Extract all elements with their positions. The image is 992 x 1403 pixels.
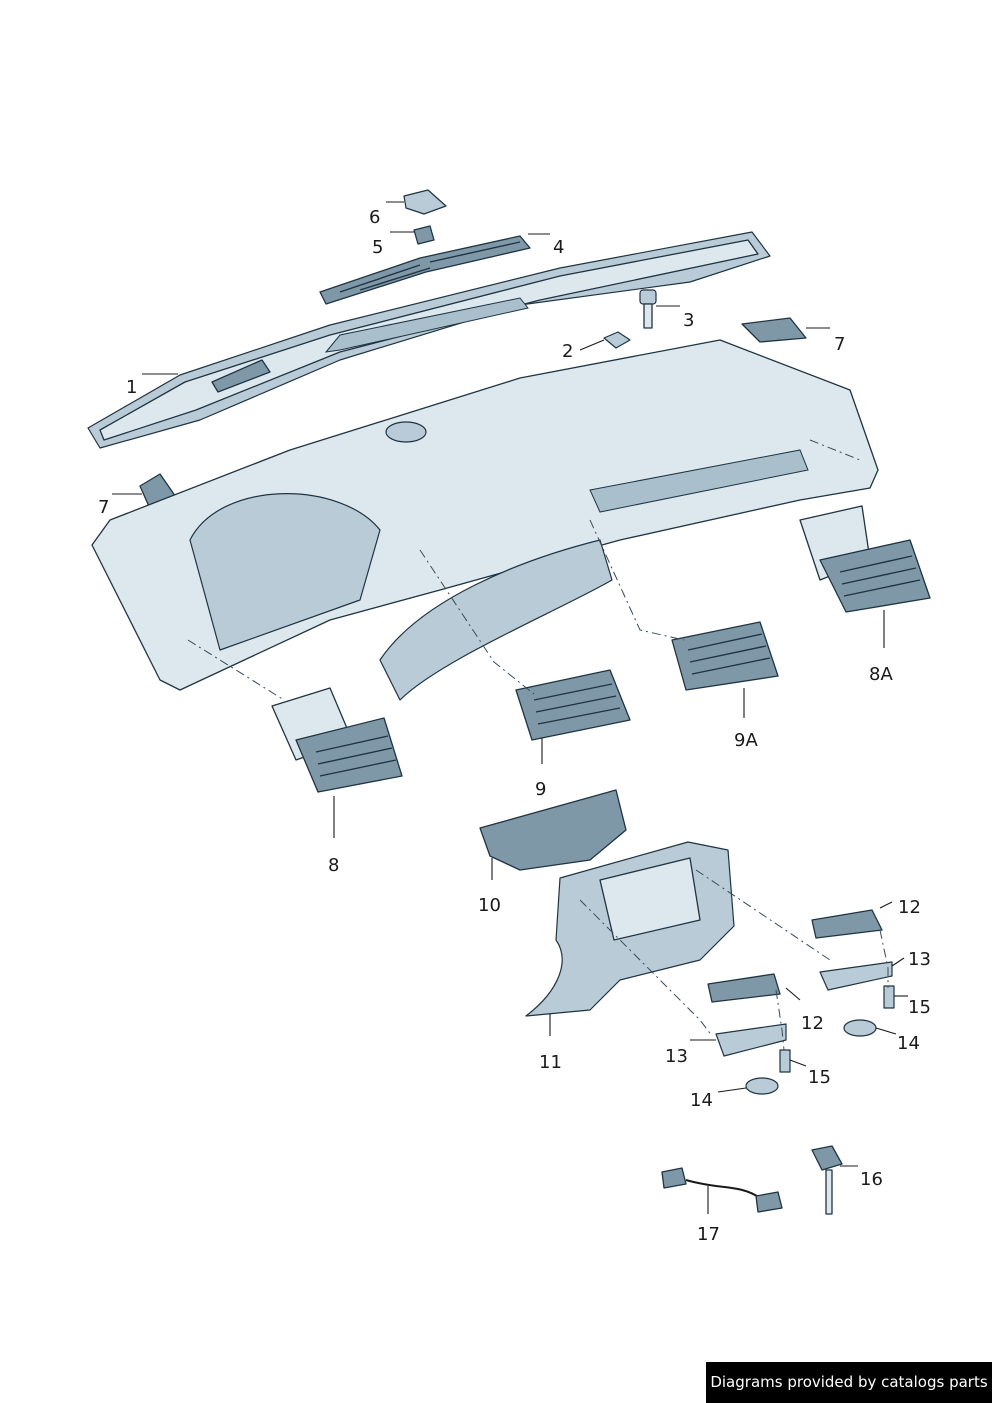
- callout-1: 1: [126, 377, 137, 398]
- part-2-nut-clip: [603, 331, 631, 349]
- callout-14-upper: 14: [897, 1033, 920, 1054]
- callout-17: 17: [697, 1224, 720, 1245]
- callout-3: 3: [683, 310, 694, 331]
- callout-15-lower: 15: [808, 1067, 831, 1088]
- callout-12-upper: 12: [898, 897, 921, 918]
- part-5-clip: [413, 225, 435, 245]
- callout-11: 11: [539, 1052, 562, 1073]
- callout-6: 6: [369, 207, 380, 228]
- part-15-screw-upper: [883, 985, 895, 1009]
- part-15-screw-lower: [779, 1049, 791, 1073]
- callout-10: 10: [478, 895, 501, 916]
- callout-8: 8: [328, 855, 339, 876]
- part-3-screw: [639, 289, 657, 329]
- callout-9: 9: [535, 779, 546, 800]
- part-13-mounting-plate-lower: [715, 1023, 787, 1057]
- part-6-cover-cap: [403, 189, 447, 215]
- part-17-wiring-harness: [661, 1167, 783, 1213]
- callout-5: 5: [372, 237, 383, 258]
- part-9a-center-vent-right: [671, 621, 779, 691]
- part-12-bracket-upper: [811, 909, 883, 939]
- part-9-center-vent-left: [515, 669, 631, 741]
- callout-4: 4: [553, 237, 564, 258]
- callout-2: 2: [562, 341, 573, 362]
- watermark-banner: Diagrams provided by catalogs parts: [706, 1362, 992, 1403]
- callout-12-lower: 12: [801, 1013, 824, 1034]
- part-11-center-console-frame: [525, 841, 735, 1017]
- callout-13-lower: 13: [665, 1046, 688, 1067]
- part-16-sensor: [811, 1145, 843, 1215]
- part-8a-air-vent-right: [799, 505, 931, 613]
- part-4-defroster-vent: [319, 235, 531, 305]
- leader-lines: [112, 201, 908, 1214]
- callout-labels: 1 2 3 4 5 6 7 7 8 8A 9 9A 10 11 12 12 13…: [98, 207, 931, 1245]
- callout-16: 16: [860, 1169, 883, 1190]
- callout-7-right: 7: [834, 334, 845, 355]
- part-1-dashboard-top-cover: [87, 231, 771, 449]
- assembly-lines: [187, 439, 889, 1051]
- part-12-bracket-lower: [707, 973, 781, 1003]
- part-8-air-vent-left: [271, 687, 403, 793]
- callout-13-upper: 13: [908, 949, 931, 970]
- part-7-speaker-grille-right: [741, 317, 807, 343]
- callout-9a: 9A: [734, 730, 758, 751]
- callout-7-left: 7: [98, 497, 109, 518]
- part-10-lower-trim-bracket: [479, 789, 627, 871]
- callout-15-upper: 15: [908, 997, 931, 1018]
- part-14-pad-lower: [745, 1077, 779, 1095]
- part-14-pad-upper: [843, 1019, 877, 1037]
- part-13-mounting-plate-upper: [819, 961, 893, 991]
- callout-8a: 8A: [869, 664, 893, 685]
- dashboard-main-panel: [91, 339, 879, 701]
- callout-14-lower: 14: [690, 1090, 713, 1111]
